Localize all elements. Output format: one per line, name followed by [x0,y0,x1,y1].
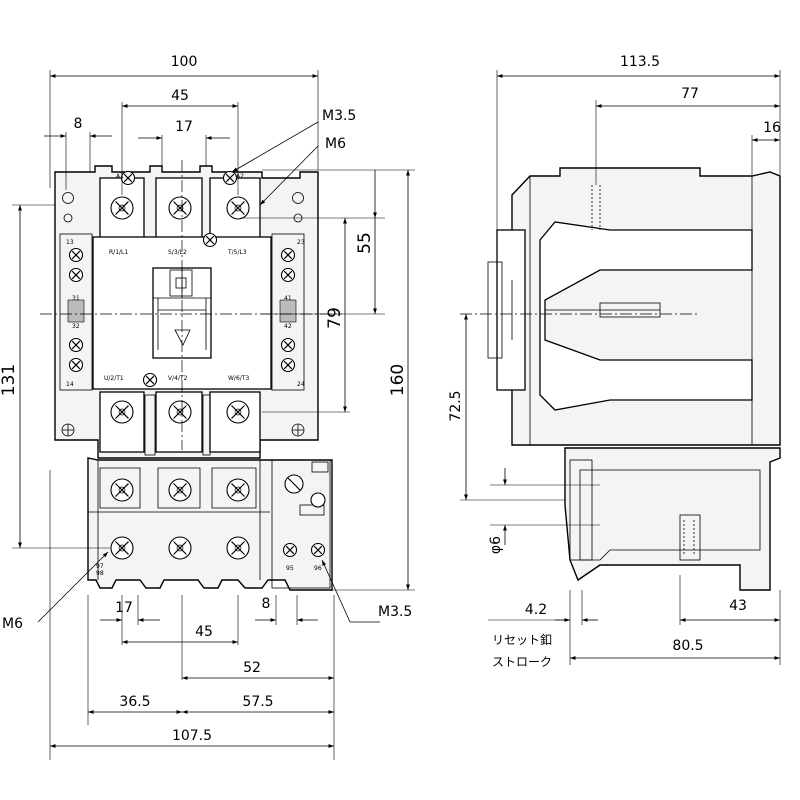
svg-text:S/3/L2: S/3/L2 [168,249,187,256]
svg-text:98: 98 [96,570,104,577]
side-view: 113.5 77 16 72.5 φ6 4.2 43 80.5 リセット釦 スト… [448,54,781,669]
dim-height-131: 131 [0,364,19,396]
dim-depth-80-5: 80.5 [672,638,703,654]
svg-text:42: 42 [284,323,292,330]
svg-text:95: 95 [286,565,294,572]
dim-height-55: 55 [355,232,375,254]
dim-gap-17-top: 17 [175,119,193,135]
svg-text:W/6/T3: W/6/T3 [228,375,249,382]
dim-phi-6: φ6 [488,536,504,554]
svg-text:A2: A2 [236,173,244,180]
terminal-screw-t [226,196,250,220]
screw-label-m3-5-top: M3.5 [322,108,356,124]
screw-label-m6-top: M6 [325,136,346,152]
svg-text:14: 14 [66,381,74,388]
screw-label-m6-bottom: M6 [2,616,23,632]
terminal-screw-r [110,196,134,220]
side-extension-lines [460,70,781,665]
overload-relay [87,457,333,591]
svg-text:U/2/T1: U/2/T1 [104,375,124,382]
coil-screw-a2 [222,170,238,186]
screw-label-m3-5-bottom: M3.5 [378,604,412,620]
terminal-labels: R/1/L1 S/3/L2 T/5/L3 U/2/T1 V/4/T2 W/6/T… [66,173,322,577]
dim-offset-8-bottom: 8 [262,596,271,612]
dim-height-160: 160 [388,364,408,396]
svg-text:13: 13 [66,239,74,246]
svg-text:V/4/T2: V/4/T2 [168,375,188,382]
svg-text:T/5/L3: T/5/L3 [227,249,247,256]
svg-text:96: 96 [314,565,322,572]
dim-width-36-5: 36.5 [119,694,150,710]
dim-height-79: 79 [325,307,345,329]
dim-depth-43: 43 [729,598,747,614]
dim-width-100: 100 [171,54,198,70]
dim-gap-17-bottom: 17 [115,600,133,616]
svg-text:R/1/L1: R/1/L1 [109,249,128,256]
dim-pitch-45-bottom: 45 [195,624,213,640]
dim-height-72-5: 72.5 [448,390,464,421]
front-view: R/1/L1 S/3/L2 T/5/L3 U/2/T1 V/4/T2 W/6/T… [0,54,415,760]
svg-text:41: 41 [284,295,292,302]
dim-depth-77: 77 [681,86,699,102]
svg-text:A1: A1 [116,173,124,180]
svg-text:23: 23 [297,239,305,246]
dim-reset-4-2: 4.2 [525,602,547,618]
coil-screw-center [202,232,218,248]
dim-width-52: 52 [243,660,261,676]
side-body [487,167,781,591]
reset-note-line1: リセット釦 [492,632,552,647]
dim-offset-8-top: 8 [74,116,83,132]
dim-depth-16: 16 [763,120,781,136]
front-extension-lines [12,70,415,760]
side-dimension-labels: 113.5 77 16 72.5 φ6 4.2 43 80.5 リセット釦 スト… [448,54,781,669]
dim-width-57-5: 57.5 [242,694,273,710]
dim-depth-113-5: 113.5 [620,54,660,70]
front-dimension-labels: 100 45 17 8 M3.5 M6 55 79 131 160 M6 M3.… [0,54,412,744]
dim-pitch-45-top: 45 [171,88,189,104]
svg-text:24: 24 [297,381,305,388]
bottom-main-terminals [110,400,326,560]
terminal-screw-s [168,196,192,220]
reset-note-line2: ストローク [492,655,552,669]
svg-text:97: 97 [96,563,104,570]
dim-width-107-5: 107.5 [172,728,212,744]
svg-text:31: 31 [72,295,80,302]
front-dimension-lines [18,74,410,748]
svg-text:32: 32 [72,323,80,330]
side-dimension-lines [464,74,780,660]
